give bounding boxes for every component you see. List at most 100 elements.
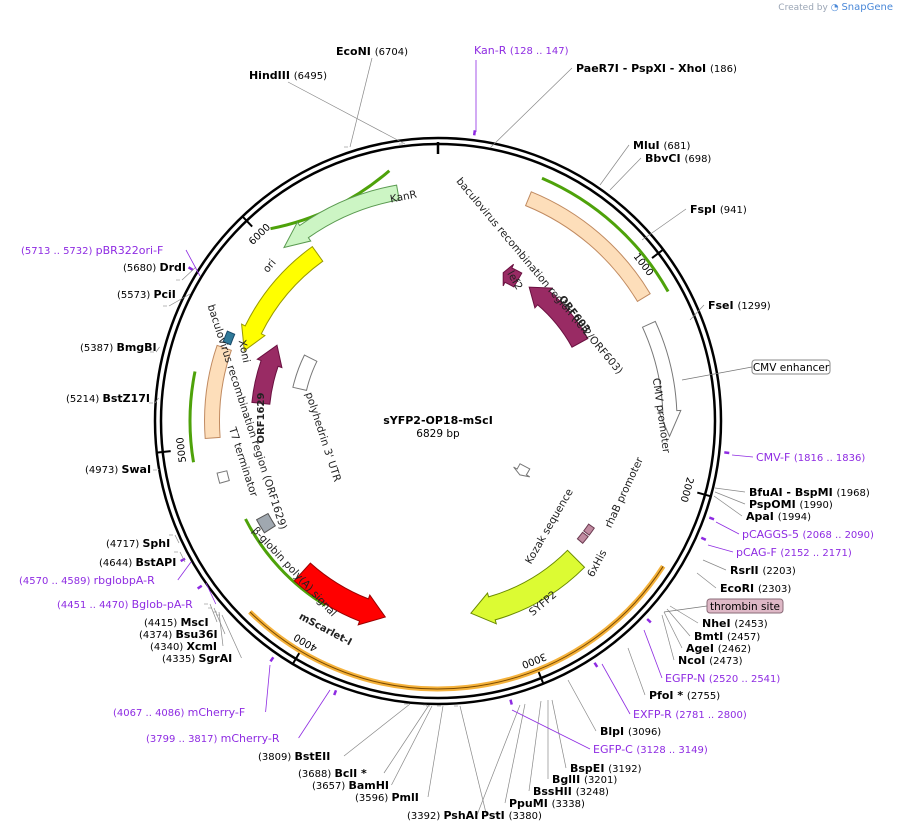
enzyme-name: ApaI <box>746 510 778 523</box>
enzyme-site-15[interactable]: NcoI (2473) <box>678 654 743 667</box>
enzyme-site-33[interactable]: (4717) SphI <box>106 537 170 550</box>
primer-leader-2 <box>715 521 740 535</box>
enzyme-site-29[interactable]: (4340) XcmI <box>150 640 217 653</box>
enzyme-site-11[interactable]: EcoRI (2303) <box>720 582 791 595</box>
xoni-feature[interactable] <box>222 330 236 346</box>
thrombin-label[interactable]: thrombin site <box>710 601 780 613</box>
enzyme-site-26[interactable]: (3688) BclI * <box>298 767 367 780</box>
bac-rr1-feature[interactable] <box>524 191 651 303</box>
snapgene-branding: Created by ◔ SnapGene <box>778 2 893 13</box>
primer-0[interactable]: Kan-R (128 .. 147) <box>474 44 569 57</box>
enzyme-site-19[interactable]: BglII (3201) <box>552 773 617 786</box>
enzyme-site-0[interactable]: EcoNI (6704) <box>336 45 408 58</box>
primer-mark-6 <box>509 699 513 705</box>
enzyme-name: Bsu36I <box>175 628 217 641</box>
primer-11[interactable]: (5713 .. 5732) pBR322ori-F <box>21 244 163 257</box>
enzyme-site-23[interactable]: (3392) PshAI <box>407 809 478 822</box>
enzyme-name: MscI <box>180 616 208 629</box>
primer-mark-0 <box>472 130 477 136</box>
enzyme-site-34[interactable]: (4973) SwaI <box>85 463 151 476</box>
primer-9[interactable]: (4451 .. 4470) Bglob-pA-R <box>57 598 193 611</box>
enzyme-name: EcoNI <box>336 45 375 58</box>
enzyme-site-14[interactable]: AgeI (2462) <box>686 642 751 655</box>
enzyme-site-20[interactable]: BssHII (3248) <box>533 785 609 798</box>
primer-mark-8 <box>269 656 275 663</box>
thrombin-feature[interactable] <box>576 531 589 545</box>
enzyme-leader-36 <box>155 346 160 353</box>
enzyme-name: PaeR7I - PspXI - XhoI <box>576 62 710 75</box>
primer-4[interactable]: EGFP-N (2520 .. 2541) <box>665 672 780 685</box>
enzyme-name: PpuMI <box>509 797 552 810</box>
enzyme-name: EcoRI <box>720 582 758 595</box>
enzyme-pos: (3096) <box>628 727 661 738</box>
primer-5[interactable]: EXFP-R (2781 .. 2800) <box>633 708 747 721</box>
enzyme-site-32[interactable]: (4644) BstAPI <box>99 556 176 569</box>
kanr-feature[interactable] <box>283 184 400 249</box>
orf1629-feature[interactable] <box>251 344 283 405</box>
bglobin-box-feature[interactable] <box>255 512 276 534</box>
cmv-enhancer-label[interactable]: CMV enhancer <box>753 362 830 374</box>
primer-10[interactable]: (4570 .. 4589) rbglobpA-R <box>19 574 155 587</box>
enzyme-site-28[interactable]: (4335) SgrAI <box>162 652 232 665</box>
enzyme-site-6[interactable]: FseI (1299) <box>708 299 771 312</box>
enzyme-site-5[interactable]: FspI (941) <box>690 203 747 216</box>
enzyme-site-35[interactable]: (5214) BstZ17I <box>66 392 150 405</box>
mscarlet-feature[interactable] <box>293 562 387 626</box>
primer-name: EXFP-R <box>633 708 675 721</box>
bac-rr2-feature[interactable] <box>204 344 232 440</box>
primer-range: (4451 .. 4470) <box>57 600 132 611</box>
enzyme-site-3[interactable]: MluI (681) <box>633 139 690 152</box>
syfp2-feature[interactable] <box>470 549 586 625</box>
enzyme-site-30[interactable]: (4374) Bsu36I <box>139 628 218 641</box>
primer-2[interactable]: pCAGGS-5 (2068 .. 2090) <box>742 528 874 541</box>
primer-range: (2068 .. 2090) <box>803 530 875 541</box>
enzyme-site-16[interactable]: PfoI * (2755) <box>649 689 720 702</box>
enzyme-leader-20 <box>528 700 542 792</box>
enzyme-site-1[interactable]: HindIII (6495) <box>249 69 327 82</box>
enzyme-site-17[interactable]: BlpI (3096) <box>600 725 661 738</box>
enzyme-site-24[interactable]: (3596) PmlI <box>355 791 419 804</box>
enzyme-site-22[interactable]: PstI (3380) <box>481 809 542 822</box>
enzyme-site-10[interactable]: RsrII (2203) <box>730 564 796 577</box>
enzyme-site-7[interactable]: BfuAI - BspMI (1968) <box>749 486 870 499</box>
enzyme-site-27[interactable]: (3809) BstEII <box>258 750 330 763</box>
lef2-feature[interactable] <box>502 263 523 288</box>
primer-3[interactable]: pCAG-F (2152 .. 2171) <box>736 546 852 559</box>
primer-name: Kan-R <box>474 44 510 57</box>
orf603-feature[interactable] <box>528 286 589 348</box>
enzyme-site-9[interactable]: ApaI (1994) <box>746 510 811 523</box>
primer-name: mCherry-F <box>188 706 246 719</box>
enzyme-site-8[interactable]: PspOMI (1990) <box>749 498 833 511</box>
enzyme-site-4[interactable]: BbvCI (698) <box>645 152 711 165</box>
primer-7[interactable]: (3799 .. 3817) mCherry-R <box>146 732 280 745</box>
his-feature[interactable] <box>583 523 595 536</box>
primer-8[interactable]: (4067 .. 4086) mCherry-F <box>113 706 245 719</box>
polyh-feature[interactable] <box>292 354 318 391</box>
enzyme-site-25[interactable]: (3657) BamHI <box>312 779 389 792</box>
primer-leader-10 <box>177 561 192 581</box>
label-leaders <box>149 57 754 816</box>
rhab-feature[interactable] <box>513 463 531 478</box>
primer-leader-1 <box>731 454 754 458</box>
enzyme-site-18[interactable]: BspEI (3192) <box>570 762 642 775</box>
enzyme-site-36[interactable]: (5387) BmgBI <box>80 341 157 354</box>
primer-1[interactable]: CMV-F (1816 .. 1836) <box>756 451 865 464</box>
enzyme-site-12[interactable]: NheI (2453) <box>702 617 768 630</box>
cmv-promoter-feature[interactable] <box>641 320 682 438</box>
enzyme-site-2[interactable]: PaeR7I - PspXI - XhoI (186) <box>576 62 737 75</box>
primer-range: (5713 .. 5732) <box>21 246 96 257</box>
enzyme-pos: (1994) <box>778 512 811 523</box>
enzyme-site-13[interactable]: BmtI (2457) <box>694 630 760 643</box>
tick-5000 <box>156 450 171 454</box>
t7term-feature[interactable] <box>216 470 230 484</box>
enzyme-site-31[interactable]: (4415) MscI <box>144 616 209 629</box>
ori-feature[interactable] <box>241 245 324 352</box>
enzyme-site-37[interactable]: (5573) PciI <box>117 288 176 301</box>
enzyme-site-21[interactable]: PpuMI (3338) <box>509 797 585 810</box>
enzyme-site-38[interactable]: (5680) DrdI <box>123 261 186 274</box>
bglobin-label: β-globin poly(A) signal <box>250 525 339 620</box>
primer-6[interactable]: EGFP-C (3128 .. 3149) <box>593 743 708 756</box>
enzyme-leader-30 <box>213 607 226 635</box>
enzyme-leader-15 <box>661 614 675 661</box>
